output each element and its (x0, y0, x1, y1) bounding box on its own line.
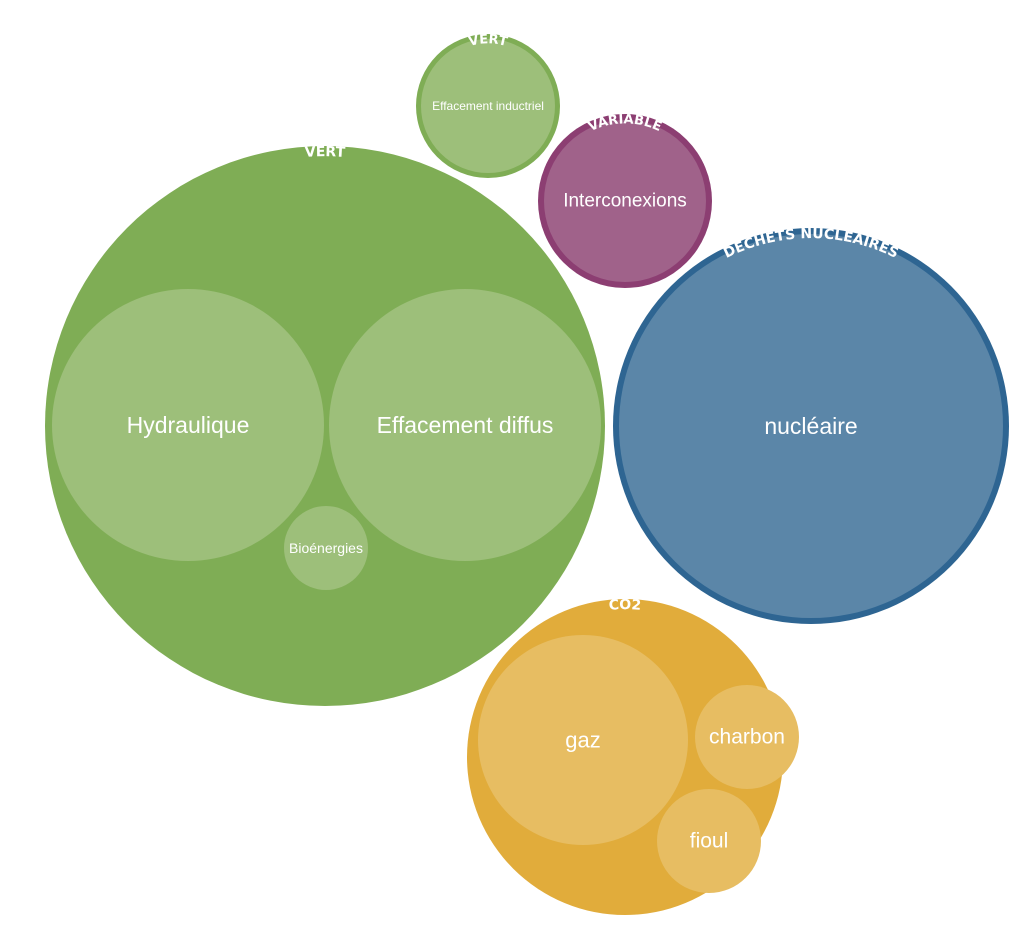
leaf-circle-effacement-diffus[interactable] (329, 289, 601, 561)
group-title-co2: CO2 (608, 597, 642, 614)
leaf-circle-nucleaire[interactable] (619, 234, 1003, 618)
leaf-label-hydraulique: Hydraulique (127, 412, 250, 438)
leaf-label-gaz: gaz (565, 728, 600, 753)
group-title-vert: VERT (304, 144, 346, 161)
leaf-label-effacement-inductriel: Effacement inductriel (432, 99, 544, 113)
group-title-text-variable: VARIABLE (586, 112, 664, 135)
leaf-label-effacement-diffus: Effacement diffus (377, 412, 554, 438)
leaf-circle-gaz[interactable] (478, 635, 688, 845)
group-title-text-vert: VERT (304, 144, 346, 161)
leaf-circle-bioenergies[interactable] (284, 506, 368, 590)
group-variable: Interconexions VARIABLE (538, 112, 712, 288)
leaf-circle-hydraulique[interactable] (52, 289, 324, 561)
group-title-variable: VARIABLE (586, 112, 664, 135)
group-co2: gaz charbon fioul CO2 (467, 597, 799, 915)
group-circle-vert[interactable] (45, 146, 605, 706)
leaf-label-charbon: charbon (709, 726, 785, 749)
leaf-circle-fioul[interactable] (657, 789, 761, 893)
leaf-label-fioul: fioul (690, 830, 729, 853)
leaf-circle-charbon[interactable] (695, 685, 799, 789)
leaf-circle-effacement-inductriel[interactable] (421, 39, 555, 173)
leaf-circle-interconexions[interactable] (544, 120, 706, 282)
leaf-label-nucleaire: nucléaire (764, 413, 857, 439)
group-title-text-co2: CO2 (608, 597, 642, 614)
leaf-label-bioenergies: Bioénergies (289, 540, 363, 556)
leaf-label-interconexions: Interconexions (563, 191, 687, 212)
